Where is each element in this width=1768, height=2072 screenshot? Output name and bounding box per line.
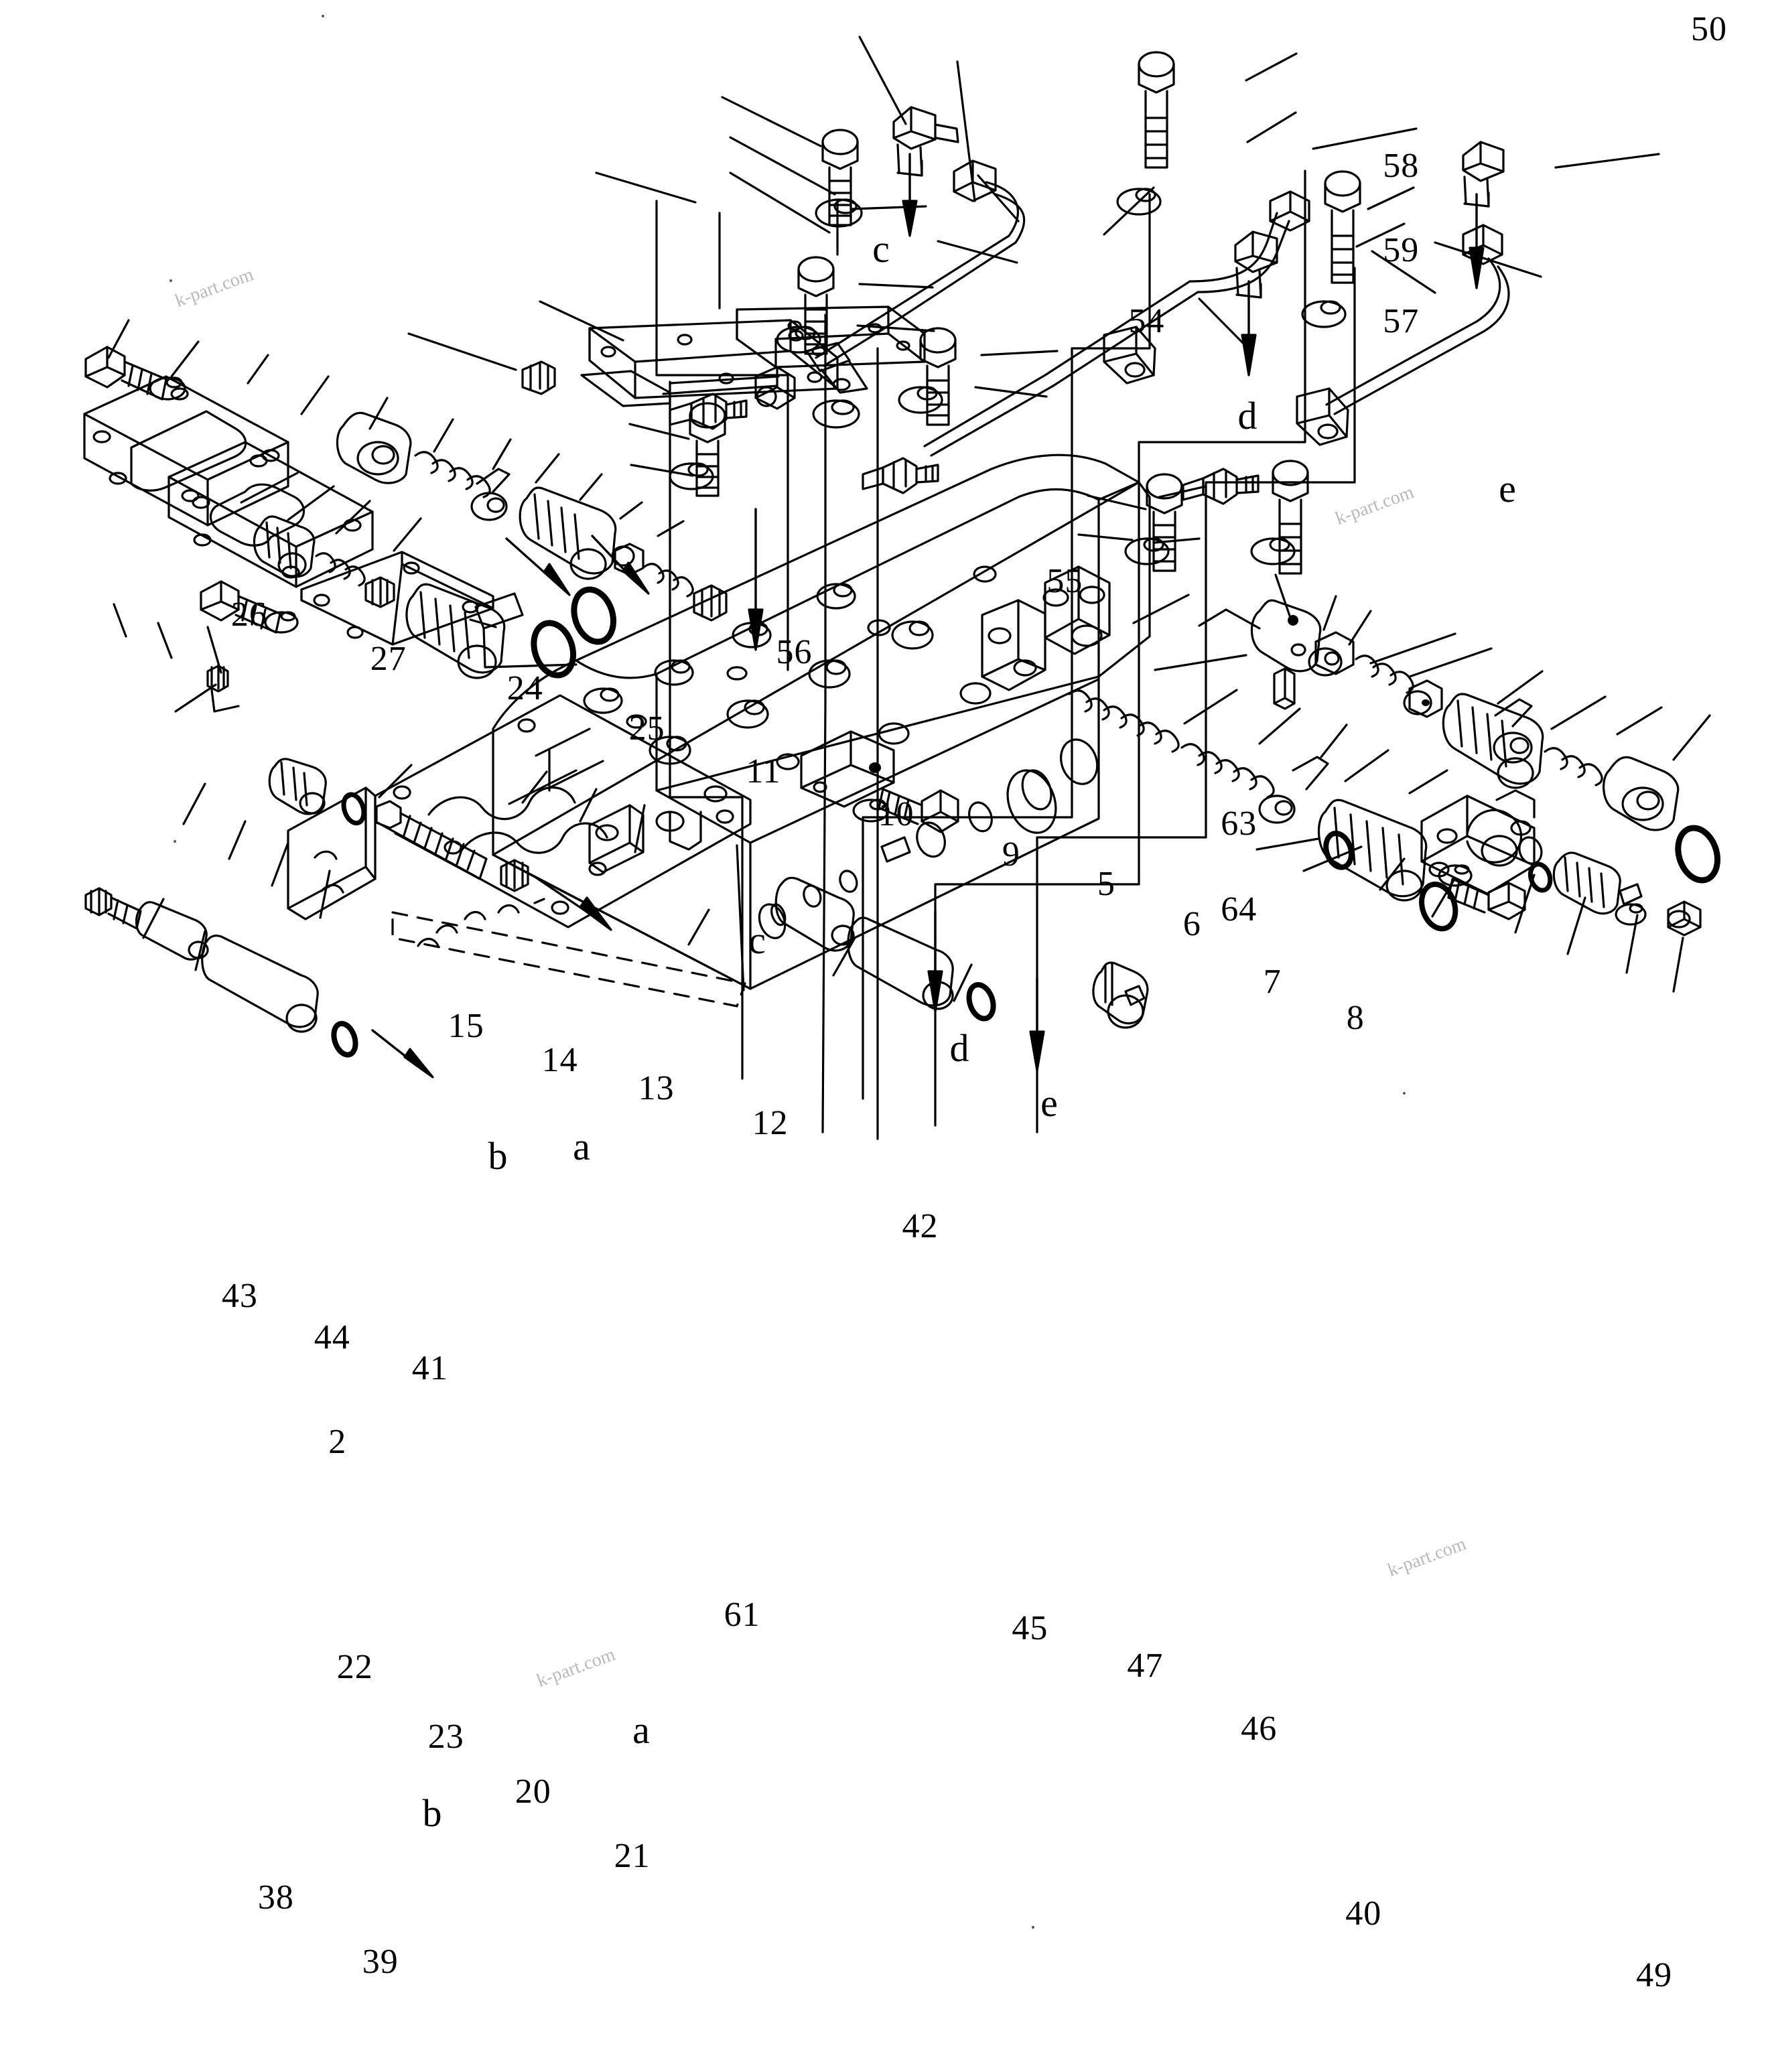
callout-number: 15 bbox=[448, 1007, 484, 1046]
callout-number: 44 bbox=[314, 1318, 350, 1357]
section-letter: c bbox=[748, 918, 766, 962]
callout-number: 59 bbox=[1383, 231, 1420, 270]
callout-number: 45 bbox=[1012, 1608, 1048, 1647]
callout-number: 63 bbox=[1221, 805, 1257, 843]
callout-number: 6 bbox=[1182, 905, 1201, 944]
section-letter: e bbox=[1499, 467, 1516, 510]
callout-number: 22 bbox=[336, 1647, 373, 1686]
callout-number: 21 bbox=[614, 1836, 651, 1875]
callout-number: 58 bbox=[1383, 147, 1420, 186]
callout-number: 43 bbox=[221, 1276, 258, 1315]
callout-number: 13 bbox=[638, 1068, 675, 1107]
callout-number: 23 bbox=[427, 1717, 464, 1756]
section-letter: c bbox=[872, 227, 890, 271]
callout-number: 64 bbox=[1221, 890, 1257, 929]
callout-number: 8 bbox=[1346, 999, 1365, 1038]
callout-number: 20 bbox=[515, 1772, 551, 1811]
callout-number: 26 bbox=[230, 596, 267, 634]
callout-number: 12 bbox=[752, 1103, 789, 1142]
callout-number: 41 bbox=[411, 1349, 448, 1387]
callout-number: 7 bbox=[1263, 963, 1282, 1002]
callout-number: 56 bbox=[776, 633, 813, 672]
callout-number: 47 bbox=[1127, 1646, 1164, 1685]
register-dot bbox=[322, 15, 324, 17]
section-letter: d bbox=[949, 1026, 969, 1070]
section-letter: a bbox=[573, 1125, 590, 1168]
callout-number: 14 bbox=[541, 1040, 578, 1079]
callout-number: 38 bbox=[257, 1878, 294, 1917]
register-dot bbox=[169, 279, 172, 282]
register-dot bbox=[174, 840, 176, 843]
callout-number: 40 bbox=[1345, 1894, 1382, 1933]
section-letter: d bbox=[1237, 394, 1257, 437]
register-dot bbox=[1403, 1092, 1406, 1095]
callout-number: 49 bbox=[1636, 1955, 1673, 1994]
callout-number: 11 bbox=[746, 752, 781, 791]
section-letter: b bbox=[422, 1791, 442, 1835]
callout-number: 10 bbox=[878, 795, 914, 834]
callout-number: 61 bbox=[724, 1595, 760, 1634]
callout-number: 46 bbox=[1241, 1709, 1278, 1748]
register-dot bbox=[1032, 1926, 1034, 1929]
callout-number: 27 bbox=[370, 640, 407, 679]
callout-number: 2 bbox=[328, 1422, 347, 1461]
callout-number: 39 bbox=[362, 1942, 399, 1981]
callout-number: 50 bbox=[1691, 10, 1728, 48]
callout-number: 57 bbox=[1383, 302, 1420, 341]
callout-number: 9 bbox=[1002, 835, 1020, 874]
section-letter: e bbox=[1040, 1081, 1058, 1125]
callout-number: 5 bbox=[1097, 865, 1115, 904]
section-letter: a bbox=[632, 1708, 650, 1752]
callout-number: 25 bbox=[628, 709, 665, 748]
callout-number: 24 bbox=[506, 669, 543, 708]
callout-number: 54 bbox=[1128, 302, 1165, 341]
callout-number: 55 bbox=[1046, 562, 1083, 601]
section-letter: b bbox=[488, 1134, 508, 1178]
callout-number: 42 bbox=[902, 1206, 939, 1245]
